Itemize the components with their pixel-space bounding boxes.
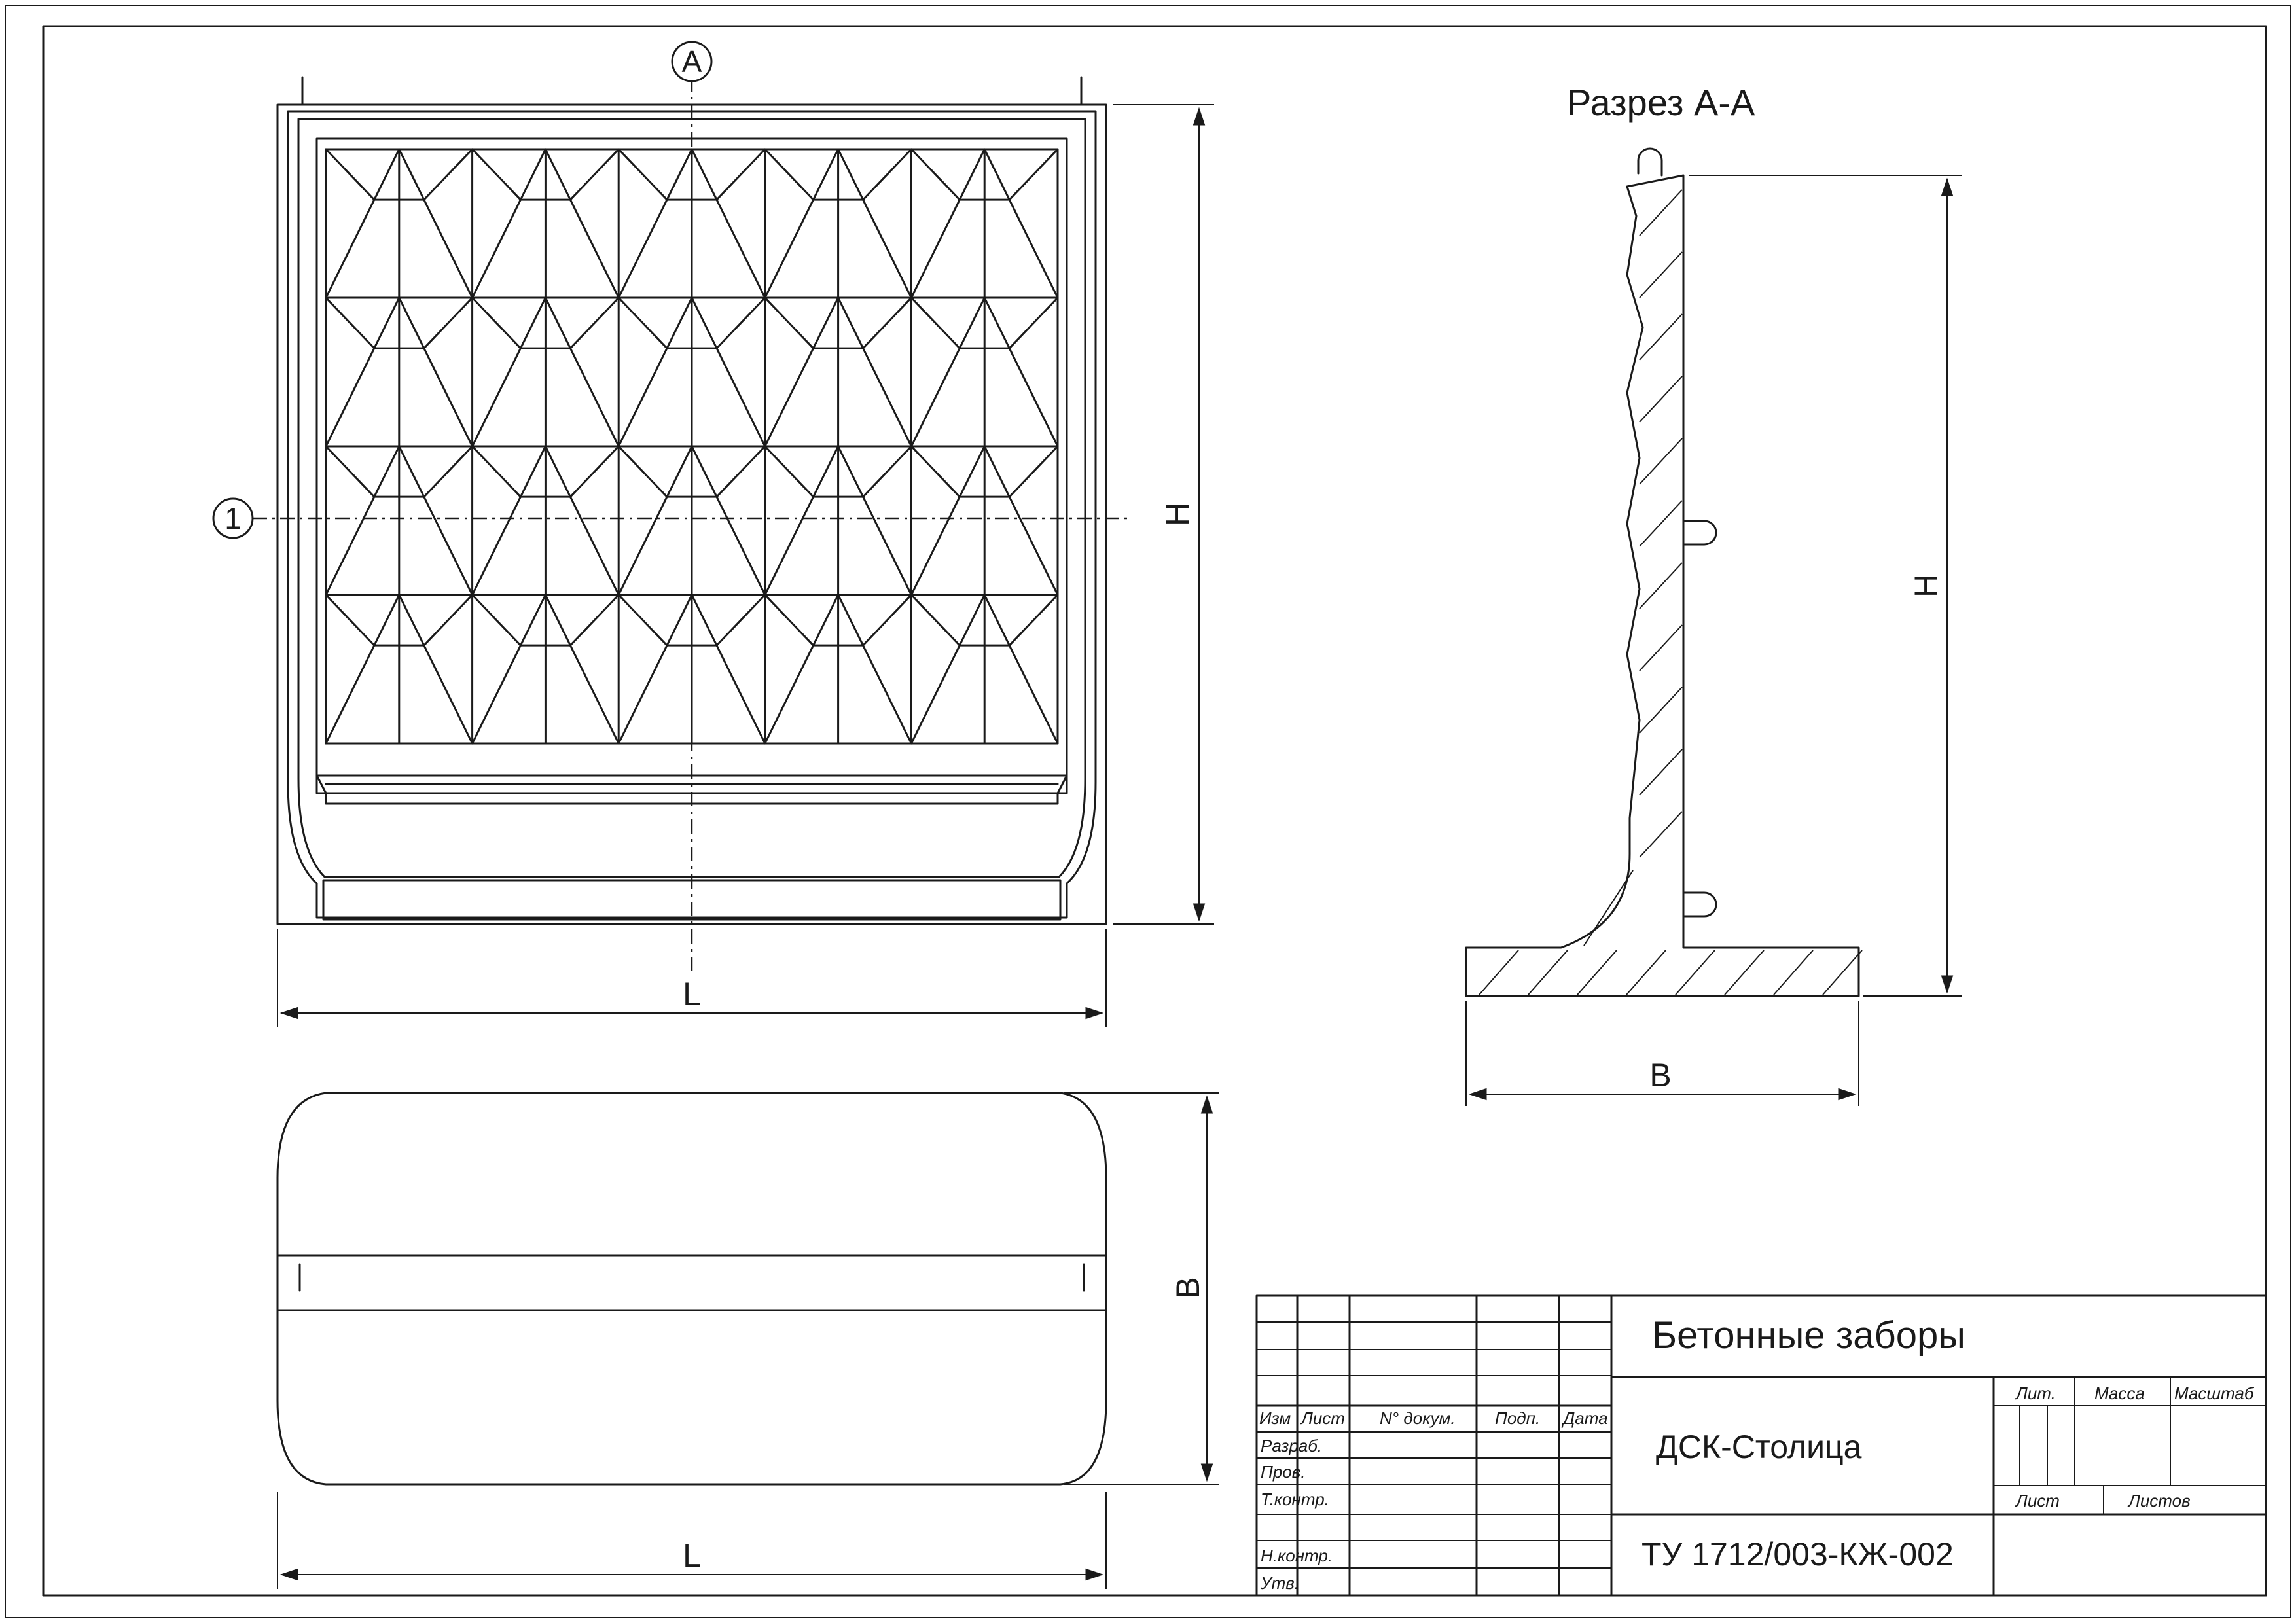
plan-length-dimension-label: L [683,1537,701,1574]
section-height-dimension-label: H [1908,574,1945,597]
section-profile [1465,174,1860,997]
row-nkontr-label: Н.контр. [1261,1546,1333,1565]
panel-inner-outline-2 [297,118,1086,878]
panel-inner-outline [287,110,1097,919]
scale-label: Масштаб [2174,1383,2255,1403]
section-view: Разрез А-А H B [1465,82,1962,1106]
organization-name: ДСК-Столица [1656,1429,1862,1465]
document-code: ТУ 1712/003-КЖ-002 [1641,1536,1954,1573]
sheet-label: Лист [2015,1491,2060,1510]
sheets-label: Листов [2127,1491,2191,1510]
col-date-label: Дата [1561,1408,1608,1428]
col-list-label: Лист [1300,1408,1345,1428]
row-prov-label: Пров. [1261,1462,1306,1482]
row-utv-label: Утв. [1260,1573,1299,1593]
mass-label: Масса [2094,1383,2145,1403]
col-izm-label: Изм [1259,1408,1291,1428]
plan-view: B L [276,1092,1219,1589]
top-lifting-loop [1637,147,1663,177]
title-block: Бетонные заборы ДСК-Столица ТУ 1712/003-… [1255,1294,2267,1597]
plan-outline [276,1092,1107,1486]
plan-width-dimension-label: B [1170,1277,1206,1298]
section-width-dimension-label: B [1649,1057,1671,1094]
axis-1-label: 1 [224,501,242,535]
axis-a-marker [671,41,713,82]
title-block-frame [1255,1294,2267,1597]
mid-lifting-loop [1682,520,1717,546]
axis-1-marker [212,497,254,539]
product-name: Бетонные заборы [1652,1314,1965,1357]
col-sign-label: Подп. [1495,1408,1540,1428]
bottom-ledge [315,774,1068,805]
outer-frame [5,5,2291,1618]
front-view: A 1 H L [212,41,1214,1027]
relief-pattern [325,148,1059,745]
lit-label: Лит. [2015,1383,2056,1403]
col-doc-no-label: N° докум. [1380,1408,1456,1428]
row-tkontr-label: Т.контр. [1261,1489,1329,1509]
section-hatching [1479,189,1863,995]
length-dimension-label: L [683,976,701,1012]
bottom-lifting-loop [1682,891,1717,918]
section-title: Разрез А-А [1567,82,1755,123]
drawing-frame [42,25,2267,1597]
height-dimension-label: H [1159,503,1196,526]
row-razrab-label: Разраб. [1261,1436,1322,1455]
axis-a-label: A [682,45,702,79]
